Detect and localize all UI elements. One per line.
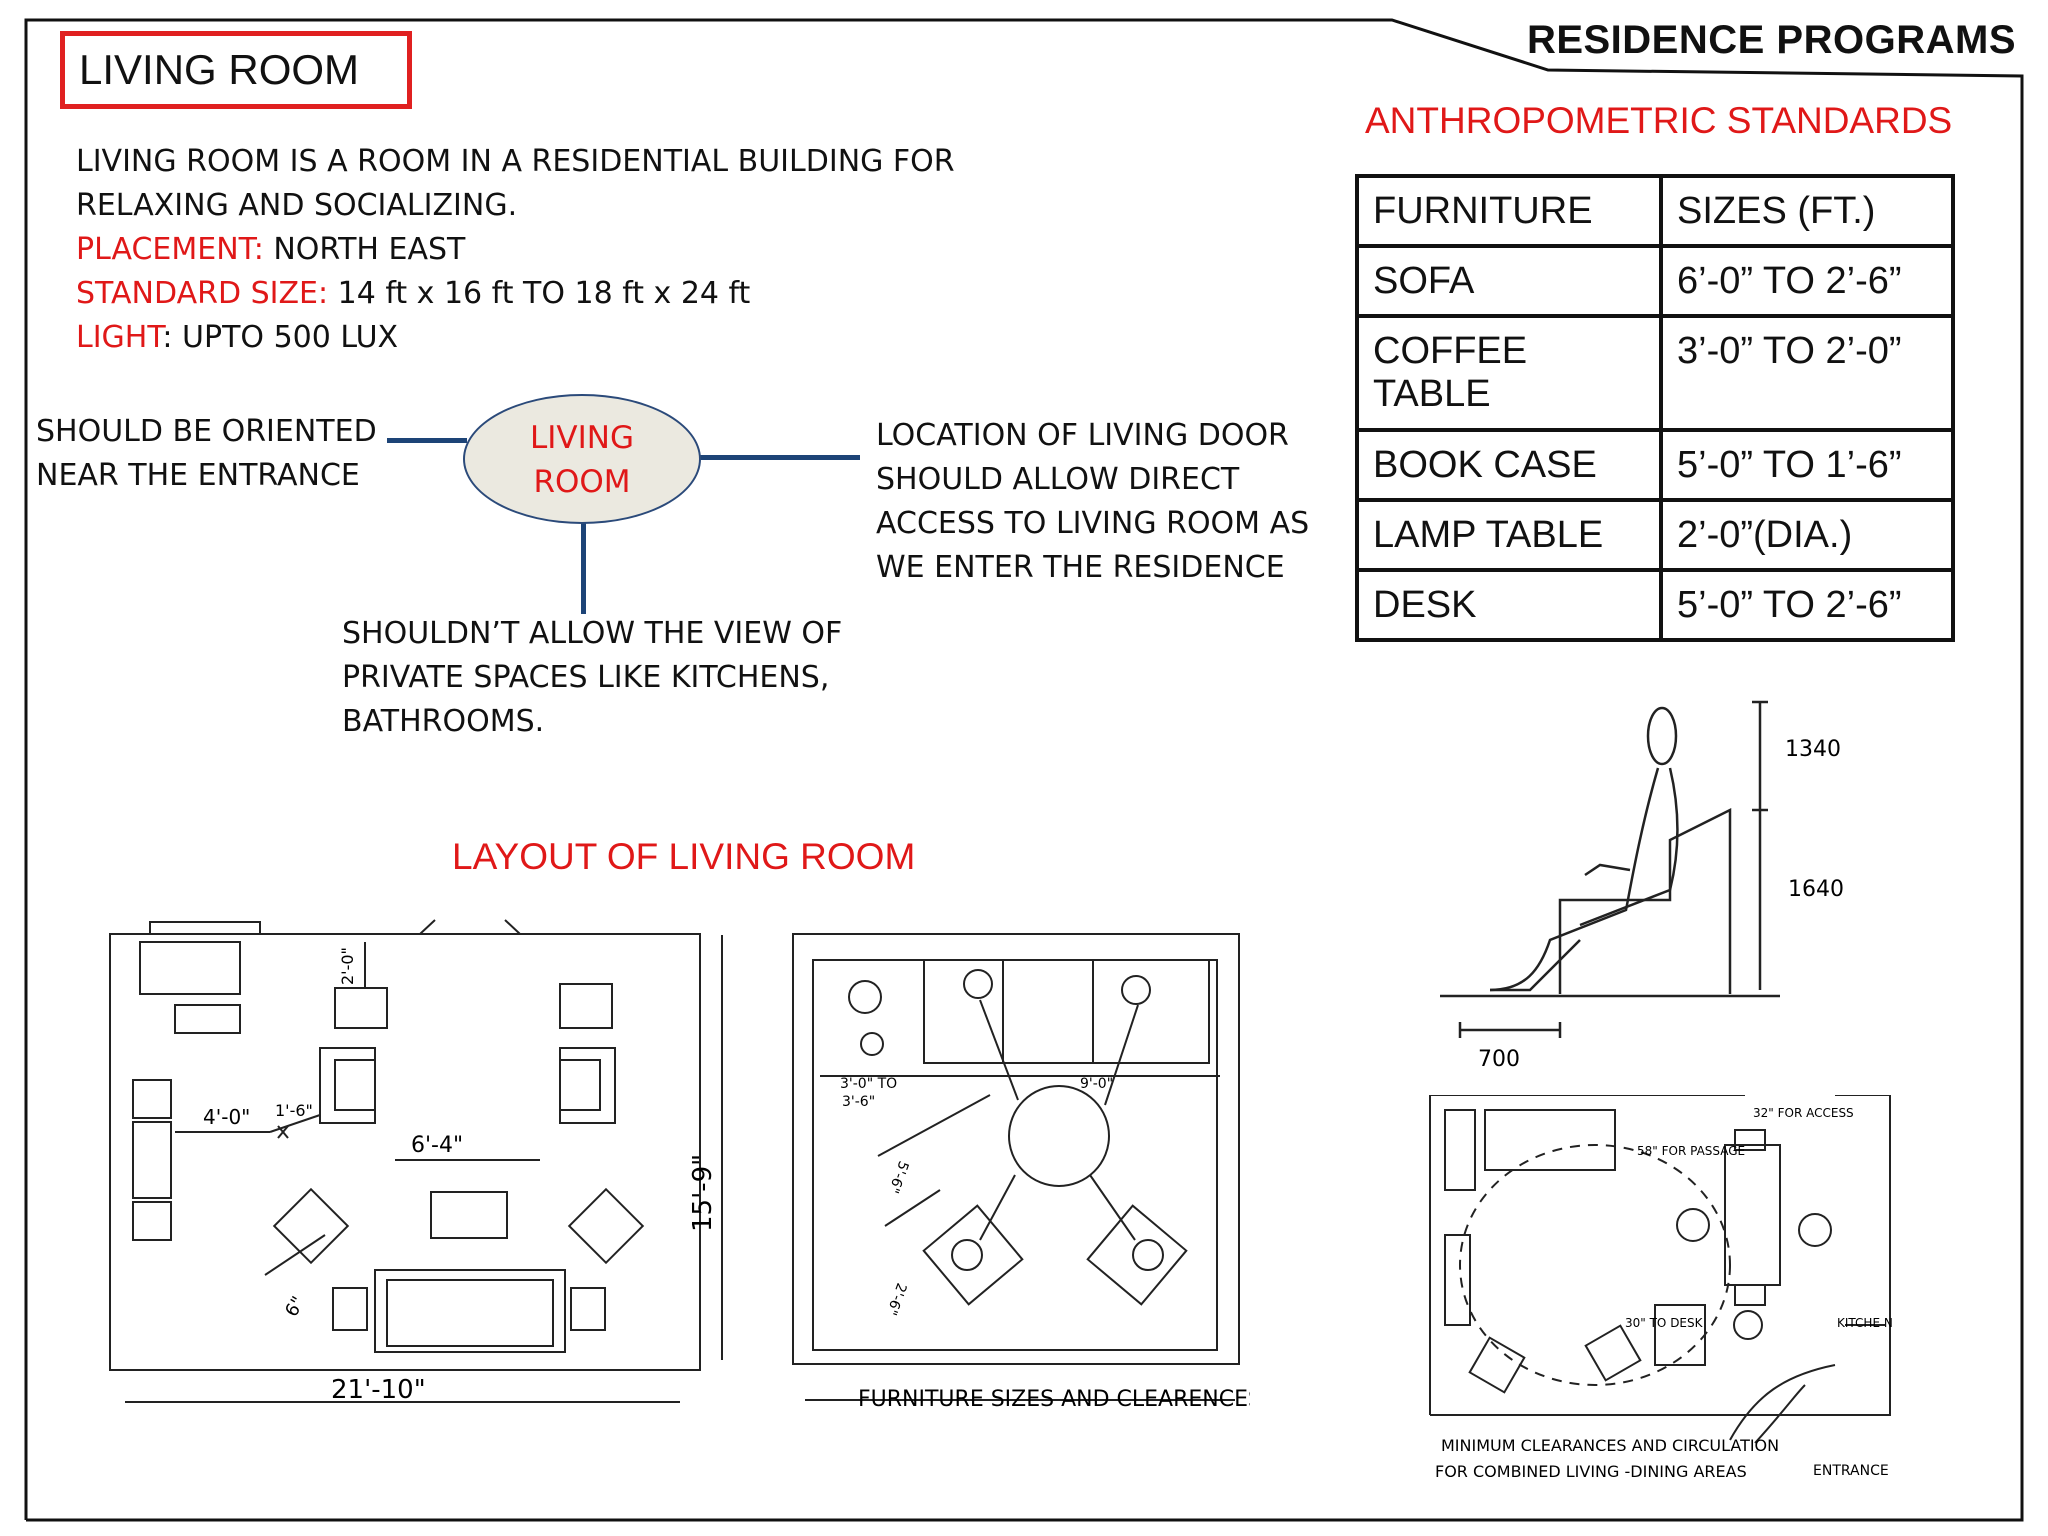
table-row: SOFA 6’-0” TO 2’-6” (1355, 244, 1955, 318)
table-row: BOOK CASE 5’-0” TO 1’-6” (1355, 428, 1955, 502)
furniture-clearance-sketch: 3'-0" TO 3'-6" 9'-0" 5'-6" 2'-6" FURNITU… (792, 933, 1250, 1412)
living-dining-clearance-sketch: 32" FOR ACCESS 58" FOR PASSAGE 30" TO DE… (1429, 1095, 1893, 1481)
kitchen-label: KITCHE N (1837, 1316, 1893, 1330)
dim-4-0-label: 4'-0" (203, 1105, 250, 1129)
cell-furniture: DESK (1355, 568, 1663, 642)
cell-size: 5’-0” TO 1’-6” (1659, 428, 1955, 502)
header-furniture: FURNITURE (1355, 174, 1663, 248)
dim-width-label: 21'-10" (331, 1375, 426, 1405)
intro-line-2: RELAXING AND SOCIALIZING. (76, 188, 518, 223)
cell-furniture: SOFA (1355, 244, 1663, 318)
living-room-bubble: LIVING ROOM (463, 394, 701, 524)
note-passage: 58" FOR PASSAGE (1637, 1144, 1745, 1158)
cell-furniture: LAMP TABLE (1355, 498, 1663, 572)
table-row: LAMP TABLE 2’-0”(DIA.) (1355, 498, 1955, 572)
connector-bottom (581, 522, 586, 614)
note-door-line-3: ACCESS TO LIVING ROOM AS (876, 506, 1310, 541)
living-dining-caption-line-2: FOR COMBINED LIVING -DINING AREAS (1435, 1462, 1747, 1481)
standards-title: ANTHROPOMETRIC STANDARDS (1365, 100, 1953, 141)
note-access: 32" FOR ACCESS (1753, 1106, 1854, 1120)
size-value: 14 ft x 16 ft TO 18 ft x 24 ft (328, 276, 751, 311)
note-privacy-line-2: PRIVATE SPACES LIKE KITCHENS, (342, 660, 830, 695)
figure-dim-1340: 1340 (1785, 737, 1841, 762)
placement-row: PLACEMENT: NORTH EAST (76, 228, 1026, 272)
clearance-dim-a: 3'-0" TO (840, 1076, 897, 1092)
note-desk: 30" TO DESK (1625, 1316, 1704, 1330)
light-value: : UPTO 500 LUX (162, 320, 399, 355)
note-door-line-2: SHOULD ALLOW DIRECT (876, 462, 1240, 497)
connector-left (387, 438, 467, 443)
placement-label: PLACEMENT: (76, 232, 264, 267)
clearance-dim-c: 9'-0" (1080, 1076, 1113, 1092)
note-privacy: SHOULDN’T ALLOW THE VIEW OF PRIVATE SPAC… (342, 612, 842, 744)
figure-dim-700: 700 (1478, 1047, 1520, 1072)
bubble-line-2: ROOM (533, 464, 631, 500)
note-door-line-1: LOCATION OF LIVING DOOR (876, 418, 1289, 453)
note-door: LOCATION OF LIVING DOOR SHOULD ALLOW DIR… (876, 414, 1309, 590)
dim-6-label: 6" (281, 1293, 309, 1321)
clearance-dim-e: 2'-6" (883, 1281, 909, 1318)
intro-line-1: LIVING ROOM IS A ROOM IN A RESIDENTIAL B… (76, 144, 955, 179)
seated-figure-sketch: 1340 1640 700 (1440, 700, 1844, 1072)
layout-title: LAYOUT OF LIVING ROOM (452, 836, 916, 877)
note-entrance: SHOULD BE ORIENTED NEAR THE ENTRANCE (36, 410, 377, 498)
dim-1-6-label: 1'-6" (275, 1101, 313, 1120)
table-row: COFFEE TABLE 3’-0” TO 2’-0” (1355, 314, 1955, 432)
clearance-dim-d: 5'-6" (885, 1159, 911, 1196)
cell-furniture: COFFEE TABLE (1355, 314, 1663, 432)
note-entrance-line-1: SHOULD BE ORIENTED (36, 414, 377, 449)
header-sizes: SIZES (FT.) (1659, 174, 1955, 248)
cell-size: 5’-0” TO 2’-6” (1659, 568, 1955, 642)
dim-2-0-label: 2'-0" (338, 947, 357, 985)
table-header-row: FURNITURE SIZES (FT.) (1355, 174, 1955, 248)
cell-furniture: BOOK CASE (1355, 428, 1663, 502)
room-title: LIVING ROOM (60, 31, 412, 109)
clearance-caption: FURNITURE SIZES AND CLEARENCES (858, 1387, 1250, 1412)
size-row: STANDARD SIZE: 14 ft x 16 ft TO 18 ft x … (76, 272, 1026, 316)
note-door-line-4: WE ENTER THE RESIDENCE (876, 550, 1285, 585)
dim-6-4-label: 6'-4" (411, 1133, 463, 1158)
size-label: STANDARD SIZE: (76, 276, 329, 311)
clearance-dim-b: 3'-6" (842, 1094, 875, 1110)
connector-right (700, 455, 860, 460)
standards-table: FURNITURE SIZES (FT.) SOFA 6’-0” TO 2’-6… (1355, 174, 1955, 642)
living-dining-caption-line-1: MINIMUM CLEARANCES AND CIRCULATION (1441, 1436, 1779, 1455)
dim-height-label: 15'-9" (688, 1154, 718, 1232)
page-header: RESIDENCE PROGRAMS (1526, 18, 2016, 62)
table-row: DESK 5’-0” TO 2’-6” (1355, 568, 1955, 642)
light-label: LIGHT (76, 320, 163, 355)
light-row: LIGHT: UPTO 500 LUX (76, 316, 1026, 360)
cell-size: 6’-0” TO 2’-6” (1659, 244, 1955, 318)
cell-size: 3’-0” TO 2’-0” (1659, 314, 1955, 432)
entrance-label: ENTRANCE (1813, 1463, 1889, 1479)
placement-value: NORTH EAST (263, 232, 466, 267)
note-entrance-line-2: NEAR THE ENTRANCE (36, 458, 360, 493)
note-privacy-line-3: BATHROOMS. (342, 704, 545, 739)
note-privacy-line-1: SHOULDN’T ALLOW THE VIEW OF (342, 616, 843, 651)
bubble-line-1: LIVING (530, 420, 634, 456)
intro-text: LIVING ROOM IS A ROOM IN A RESIDENTIAL B… (76, 140, 1026, 360)
figure-dim-1640: 1640 (1788, 877, 1844, 902)
cell-size: 2’-0”(DIA.) (1659, 498, 1955, 572)
living-room-plan-sketch: 6'-4" 4'-0" 1'-6" 2'-0" 6" 15'-9" 21'-10… (109, 919, 723, 1405)
